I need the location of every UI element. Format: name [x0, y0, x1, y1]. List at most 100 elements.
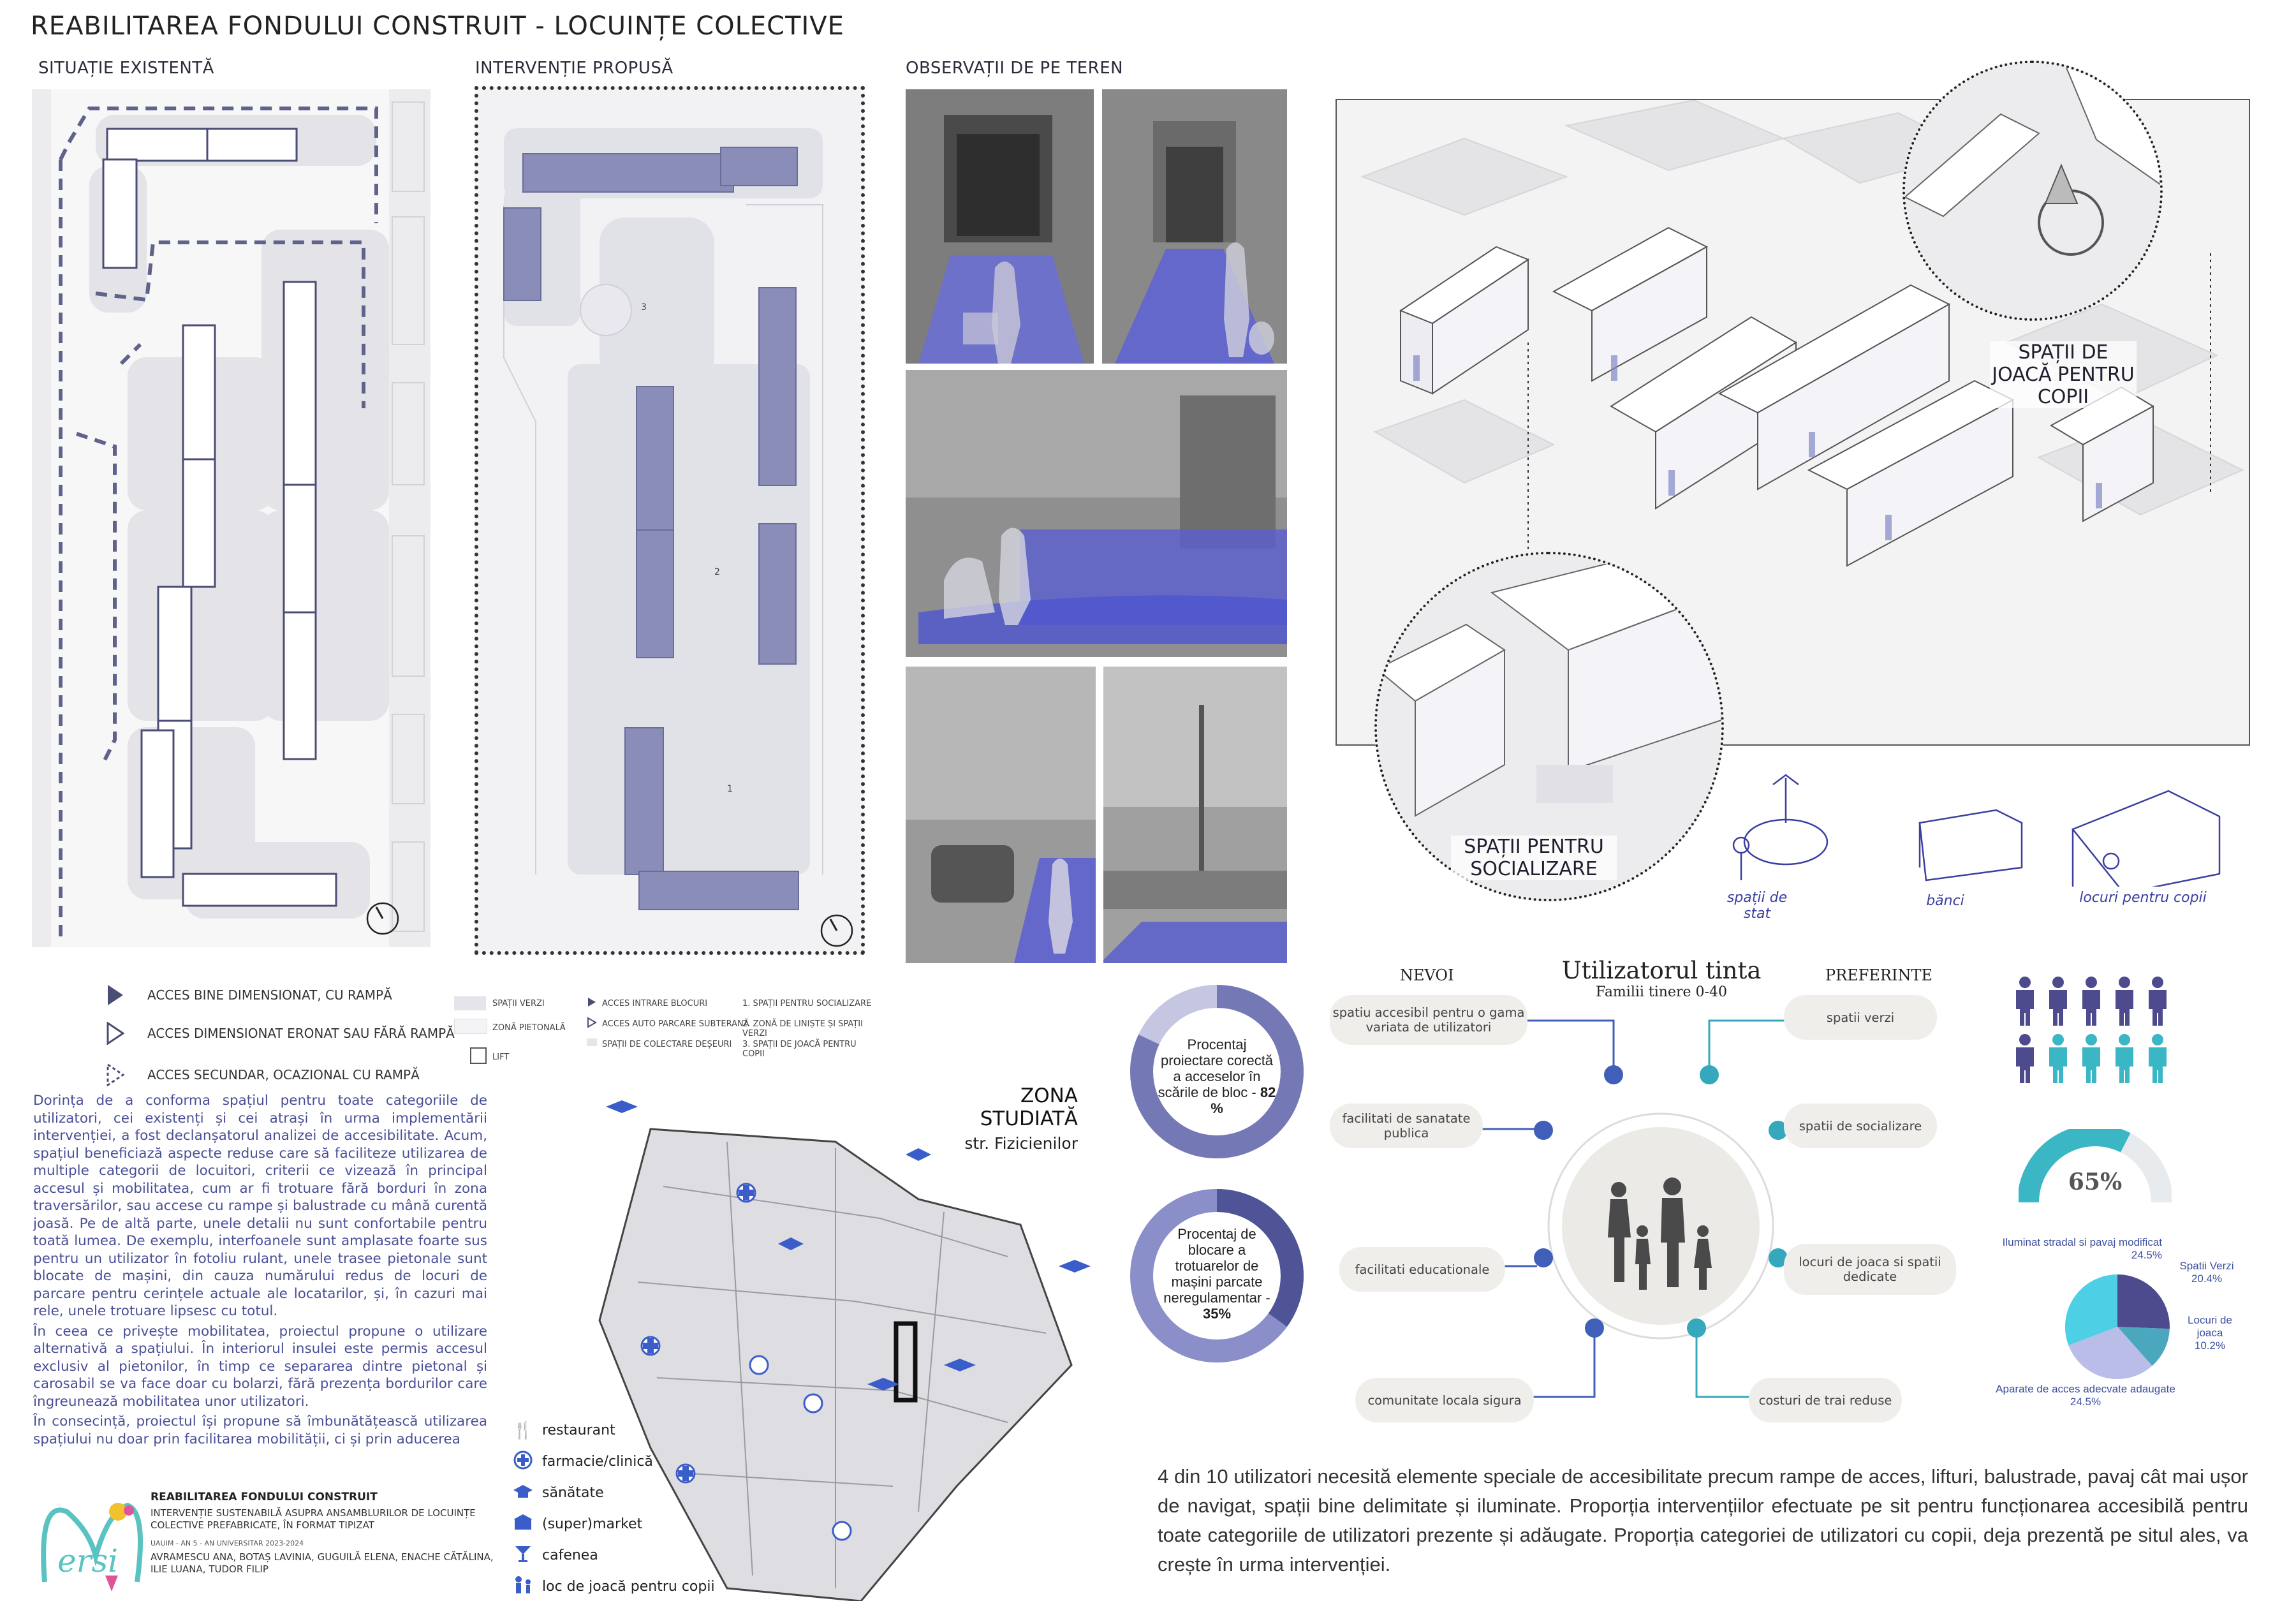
person-icon: [2149, 1034, 2167, 1083]
photo-sidewalk-drawing: [906, 370, 1287, 657]
section-title-proposed: INTERVENȚIE PROPUSĂ: [475, 59, 673, 78]
legend-existing-label: ACCES SECUNDAR, OCAZIONAL CU RAMPĂ: [147, 1067, 420, 1082]
svg-text:1: 1: [727, 784, 733, 794]
health-cap-icon: [510, 1484, 536, 1502]
donut-blocked-text: Procentaj de blocare a trotuarelor de ma…: [1163, 1226, 1271, 1322]
pie-value: 24.5%: [2070, 1396, 2101, 1408]
photo-entrance-drawing: [906, 89, 1094, 364]
logo-drawing: [41, 1502, 143, 1591]
pie-slice: [2117, 1274, 2170, 1329]
credits-authors: AVRAMESCU ANA, BOTAȘ LAVINIA, GUGUILĂ EL…: [151, 1551, 494, 1575]
need-item: comunitate locala sigura: [1355, 1378, 1534, 1422]
need-item: spatiu accesibil pentru o gama variata d…: [1330, 995, 1527, 1045]
person-icon: [2049, 977, 2067, 1026]
map-legend-label: (super)market: [542, 1516, 643, 1532]
users-header: Utilizatorul tinta Familii tinere 0-40: [1556, 957, 1767, 1000]
pie-label-green: Spatii Verzi 20.4%: [2168, 1260, 2245, 1285]
triangle-outline-icon: [107, 1022, 124, 1045]
donut-blocked-sidewalks: Procentaj de blocare a trotuarelor de ma…: [1128, 1186, 1306, 1365]
need-item: facilitati educationale: [1339, 1247, 1505, 1292]
person-icon: [2149, 977, 2167, 1026]
users-diagram-lines: [1422, 1019, 1901, 1398]
existing-site-plan: [32, 89, 430, 947]
page-title: REABILITAREA FONDULUI CONSTRUIT - LOCUIN…: [31, 11, 844, 41]
map-legend-row: (super)market: [510, 1509, 715, 1540]
legend-existing-label: ACCES DIMENSIONAT ERONAT SAU FĂRĂ RAMPĂ: [147, 1026, 455, 1041]
map-legend-label: cafenea: [542, 1547, 598, 1563]
sketches-row: [1716, 765, 2239, 894]
sketch-label-children: locuri pentru copii: [2079, 890, 2207, 906]
legend-existing-row: ACCES DIMENSIONAT ERONAT SAU FĂRĂ RAMPĂ: [105, 1011, 455, 1056]
donut-access-label: Procentaj proiectare corectă a acceselor…: [1158, 1037, 1274, 1100]
photo-ramp-drawing: [1102, 89, 1287, 364]
pie-category: Locuri de joaca: [2188, 1314, 2232, 1339]
map-legend-label: restaurant: [542, 1422, 615, 1438]
map-legend-label: farmacie/clinică: [542, 1454, 653, 1470]
pie-slice: [2068, 1327, 2152, 1380]
zone-title: ZONA STUDIATĂ: [980, 1084, 1078, 1130]
body-text: Dorința de a conforma spațiul pentru toa…: [33, 1092, 487, 1448]
legend-proposed-label: 1. SPAȚII PENTRU SOCIALIZARE: [742, 999, 872, 1008]
pie-chart-drawing: [2064, 1274, 2170, 1380]
legend-proposed-label: LIFT: [492, 1052, 510, 1062]
pie-category: Spatii Verzi: [2179, 1260, 2234, 1272]
pref-item: costuri de trai reduse: [1749, 1378, 1902, 1422]
credits-subtitle: INTERVENȚIE SUSTENABILĂ ASUPRA ANSAMBLUR…: [151, 1507, 476, 1531]
map-legend-row: 🍴 restaurant: [510, 1415, 715, 1446]
person-icon: [2016, 1034, 2034, 1083]
photo-entrance-stairs: [906, 89, 1094, 364]
medical-cross-icon: [510, 1451, 536, 1473]
gauge-65: 65%: [2017, 1124, 2173, 1206]
playground-icon: [510, 1576, 536, 1598]
donut-access-design: Procentaj proiectare corectă a acceselor…: [1128, 982, 1306, 1161]
map-legend-row: sănătate: [510, 1477, 715, 1509]
credits-block: REABILITAREA FONDULUI CONSTRUIT INTERVEN…: [151, 1491, 495, 1576]
map-legend-label: sănătate: [542, 1485, 604, 1501]
legend-proposed: SPAȚII VERZI ZONĂ PIETONALĂ LIFT ACCES I…: [454, 996, 875, 1073]
parking-arrow-icon: [587, 1017, 597, 1028]
family-icon: [1608, 1177, 1712, 1290]
sketches-drawing: [1732, 774, 2221, 894]
pie-value: 20.4%: [2191, 1273, 2223, 1285]
photo-sidewalk-wheelchair: [906, 370, 1287, 657]
photo-parked-car: [906, 667, 1096, 963]
proposed-site-plan: 3 2 1: [475, 86, 865, 955]
legend-existing-row: ACCES SECUNDAR, OCAZIONAL CU RAMPĂ: [105, 1056, 455, 1094]
play-area-label: SPAȚII DE JOACĂ PENTRU COPII: [1990, 341, 2137, 408]
svg-text:3: 3: [641, 302, 647, 313]
legend-proposed-label: SPAȚII VERZI: [492, 999, 545, 1008]
person-icon: [2116, 1034, 2133, 1083]
legend-existing-label: ACCES BINE DIMENSIONAT, CU RAMPĂ: [147, 987, 392, 1003]
person-icon: [2082, 977, 2100, 1026]
photo-street-drawing: [1103, 667, 1287, 963]
people-icons-grid: [2009, 970, 2181, 1084]
logo: ersi: [32, 1486, 147, 1595]
photo-ramp-entrance: [1102, 89, 1287, 364]
pref-item: spatii de socializare: [1784, 1104, 1937, 1148]
play-area-zoom-drawing: [1905, 63, 2160, 318]
photo-street-corner: [1103, 667, 1287, 963]
pie-value: 24.5%: [2131, 1249, 2162, 1261]
body-paragraph: Dorința de a conforma spațiul pentru toa…: [33, 1093, 487, 1319]
waste-swatch: [587, 1038, 597, 1046]
social-area-zoom-circle: [1374, 552, 1724, 901]
gauge-value: 65%: [2068, 1169, 2123, 1195]
donut-blocked-arc: [1130, 1189, 1304, 1362]
pie-label-lighting: Iluminat stradal si pavaj modificat 24.5…: [1983, 1236, 2162, 1262]
logo-text: ersi: [57, 1542, 119, 1579]
credits-title: REABILITAREA FONDULUI CONSTRUIT: [151, 1491, 378, 1503]
green-space-swatch: [454, 996, 486, 1010]
donut-access-value: 82 %: [1211, 1084, 1276, 1116]
pie-value: 10.2%: [2194, 1340, 2226, 1352]
social-area-zoom-drawing: [1377, 554, 1721, 899]
zone-heading: ZONA STUDIATĂ str. Fizicienilor: [944, 1084, 1078, 1153]
person-icon: [2049, 1034, 2067, 1083]
pref-item: spatii verzi: [1784, 995, 1937, 1040]
svg-text:2: 2: [714, 567, 720, 577]
legend-existing: ACCES BINE DIMENSIONAT, CU RAMPĂ ACCES D…: [105, 979, 455, 1094]
pedestrian-swatch: [454, 1019, 487, 1034]
legend-proposed-label: ACCES AUTO PARCARE SUBTERANĂ: [602, 1019, 749, 1029]
donut-access-text: Procentaj proiectare corectă a acceselor…: [1156, 1037, 1277, 1116]
map-legend: 🍴 restaurant farmacie/clinică sănătate (…: [510, 1415, 715, 1602]
legend-proposed-label: 2. ZONĂ DE LINIȘTE ȘI SPAȚII VERZI: [742, 1019, 863, 1038]
